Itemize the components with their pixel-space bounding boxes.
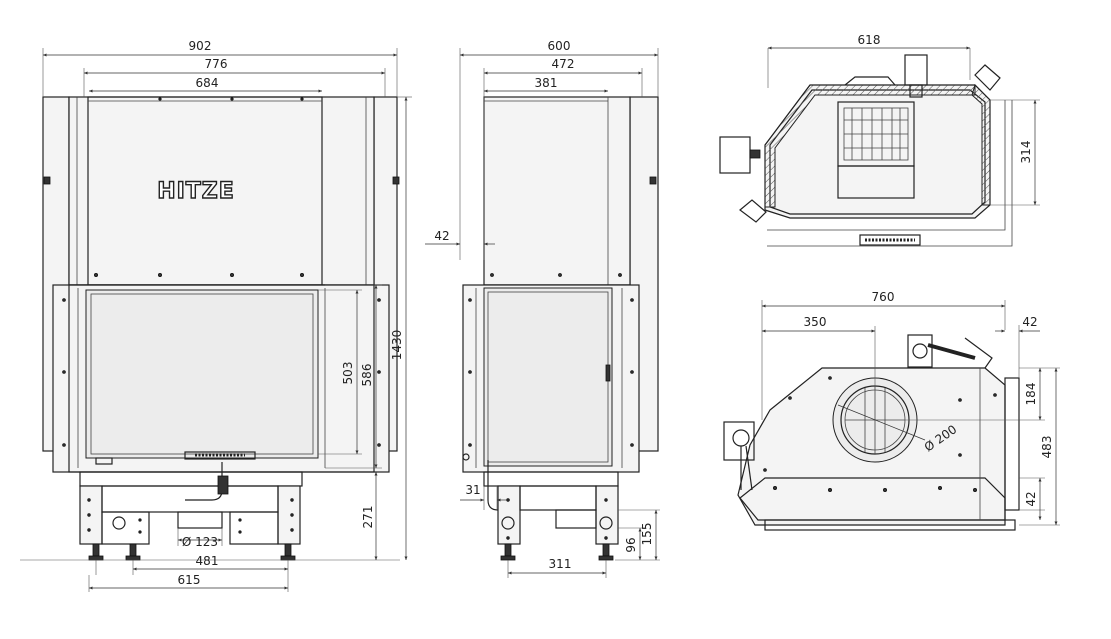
- dim-front-height-total: 1430: [390, 330, 404, 361]
- dim-plan-top-offset: 42: [1022, 315, 1037, 329]
- dim-side-base-h2: 155: [640, 523, 654, 546]
- dim-front-base-height: 271: [361, 506, 375, 529]
- dim-front-feet-outer: 615: [178, 573, 201, 587]
- dim-side-offset-bottom: 31: [465, 483, 480, 497]
- dim-front-door-inner: 503: [341, 362, 355, 385]
- side-upper-body: [483, 96, 631, 286]
- front-air-inlet-icon: [112, 516, 126, 530]
- plan-view: [723, 334, 1020, 531]
- side-glass-door: [483, 287, 613, 467]
- dim-top-height-right: 314: [1019, 141, 1033, 164]
- dim-side-width-mid: 472: [552, 57, 575, 71]
- front-view: HITZE: [20, 96, 400, 561]
- dim-front-width-outer: 902: [189, 39, 212, 53]
- dim-front-feet-inner: 481: [196, 554, 219, 568]
- side-view: [462, 96, 659, 561]
- dim-side-feet-spacing: 311: [549, 557, 572, 571]
- dim-plan-height-upper: 184: [1024, 383, 1038, 406]
- dim-top-depth: 618: [858, 33, 881, 47]
- dim-front-width-inner: 684: [196, 76, 219, 90]
- dim-side-offset-left: 42: [434, 229, 449, 243]
- top-section-dimensions: 618 314: [767, 33, 1040, 206]
- dim-front-door-outer: 586: [360, 364, 374, 387]
- dim-plan-height-lower: 42: [1024, 491, 1038, 506]
- dim-side-base-h1: 96: [624, 537, 638, 552]
- front-dimensions: 902 776 684 1430 586 503 271 Ø 123 481 6…: [42, 39, 412, 592]
- top-section-view: [719, 54, 1013, 247]
- dim-side-width-outer: 600: [548, 39, 571, 53]
- side-dimensions: 600 472 381 42 31 311 96 155: [425, 39, 660, 578]
- front-glass-door: [85, 289, 319, 459]
- dim-front-flue-dia: Ø 123: [182, 535, 218, 549]
- dim-front-width-mid: 776: [205, 57, 228, 71]
- plan-air-inlet-icon: [732, 429, 750, 447]
- brand-logo: HITZE: [157, 179, 235, 204]
- dim-plan-to-flue: 350: [804, 315, 827, 329]
- dim-plan-height-total: 483: [1040, 436, 1054, 459]
- dim-side-width-inner: 381: [535, 76, 558, 90]
- dim-plan-width: 760: [872, 290, 895, 304]
